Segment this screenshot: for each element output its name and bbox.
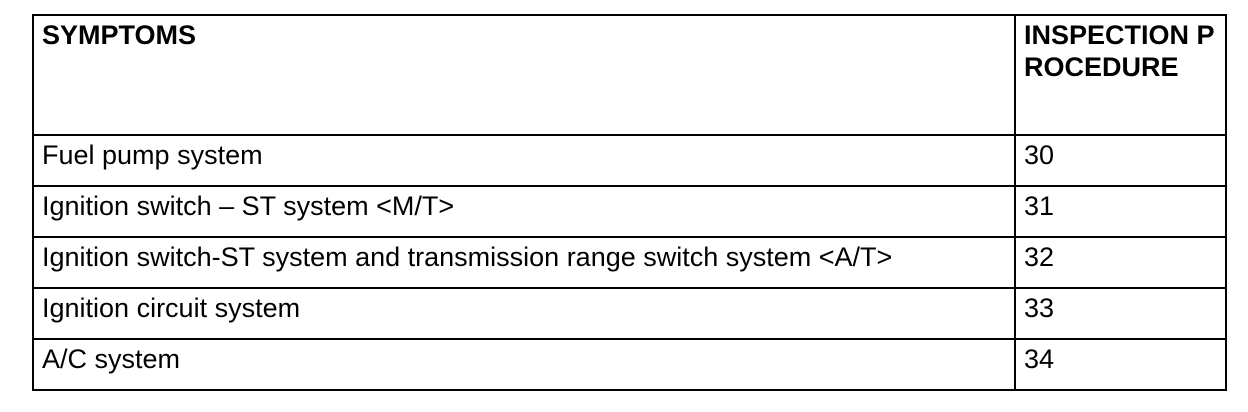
- symptom-cell: A/C system: [32, 338, 1016, 391]
- table-row: Fuel pump system 30: [32, 134, 1227, 187]
- procedure-cell: 32: [1014, 236, 1227, 289]
- procedure-cell: 33: [1014, 287, 1227, 340]
- symptoms-column-header: SYMPTOMS: [32, 14, 1016, 136]
- symptom-cell: Ignition switch-ST system and transmissi…: [32, 236, 1016, 289]
- table-row: A/C system 34: [32, 338, 1227, 391]
- symptom-cell: Ignition switch – ST system <M/T>: [32, 185, 1016, 238]
- inspection-procedure-column-header: INSPECTION PROCEDURE: [1014, 14, 1227, 136]
- header-row: SYMPTOMS INSPECTION PROCEDURE: [32, 14, 1227, 136]
- table-row: Ignition switch-ST system and transmissi…: [32, 236, 1227, 289]
- procedure-cell: 31: [1014, 185, 1227, 238]
- table-row: Ignition switch – ST system <M/T> 31: [32, 185, 1227, 238]
- table-row: Ignition circuit system 33: [32, 287, 1227, 340]
- symptom-cell: Fuel pump system: [32, 134, 1016, 187]
- procedure-cell: 34: [1014, 338, 1227, 391]
- symptom-cell: Ignition circuit system: [32, 287, 1016, 340]
- symptoms-table: SYMPTOMS INSPECTION PROCEDURE Fuel pump …: [32, 14, 1227, 391]
- procedure-cell: 30: [1014, 134, 1227, 187]
